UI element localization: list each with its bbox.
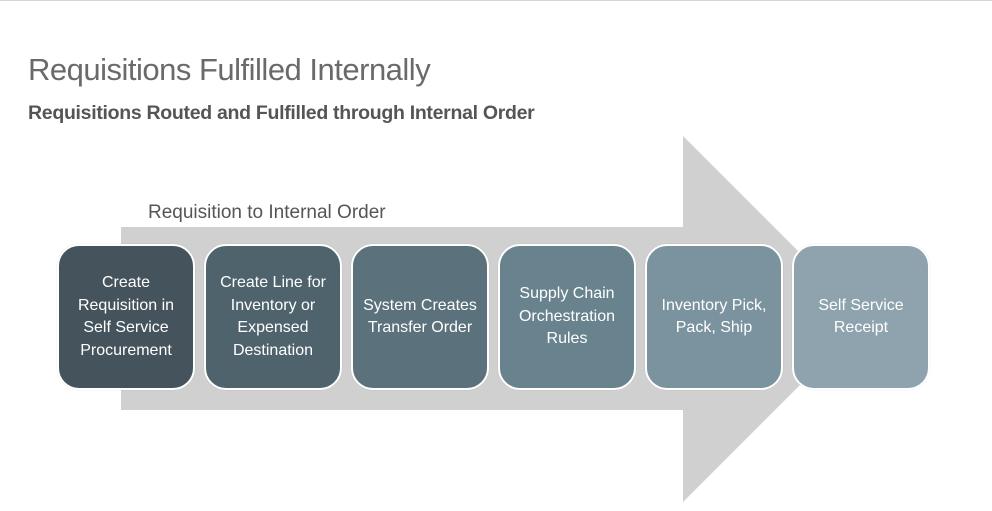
process-step-label: Create Requisition in Self Service Procu…	[77, 274, 175, 359]
process-step: Create Line for Inventory or Expensed De…	[204, 244, 342, 390]
process-step: Supply Chain Orchestration Rules	[498, 244, 636, 390]
process-step-label: Inventory Pick, Pack, Ship	[661, 296, 767, 337]
process-step-label: System Creates Transfer Order	[363, 296, 477, 337]
process-step: Self Service Receipt	[792, 244, 930, 390]
process-step: System Creates Transfer Order	[351, 244, 489, 390]
top-divider	[0, 0, 992, 1]
slide-subtitle: Requisitions Routed and Fulfilled throug…	[28, 102, 535, 124]
process-arrow-shape	[121, 136, 866, 502]
process-step-label: Supply Chain Orchestration Rules	[518, 285, 616, 348]
slide-title: Requisitions Fulfilled Internally	[28, 52, 431, 87]
process-arrow-label: Requisition to Internal Order	[148, 202, 386, 223]
process-step: Create Requisition in Self Service Procu…	[57, 244, 195, 390]
process-step: Inventory Pick, Pack, Ship	[645, 244, 783, 390]
process-step-label: Self Service Receipt	[818, 296, 904, 337]
process-step-label: Create Line for Inventory or Expensed De…	[220, 274, 326, 359]
